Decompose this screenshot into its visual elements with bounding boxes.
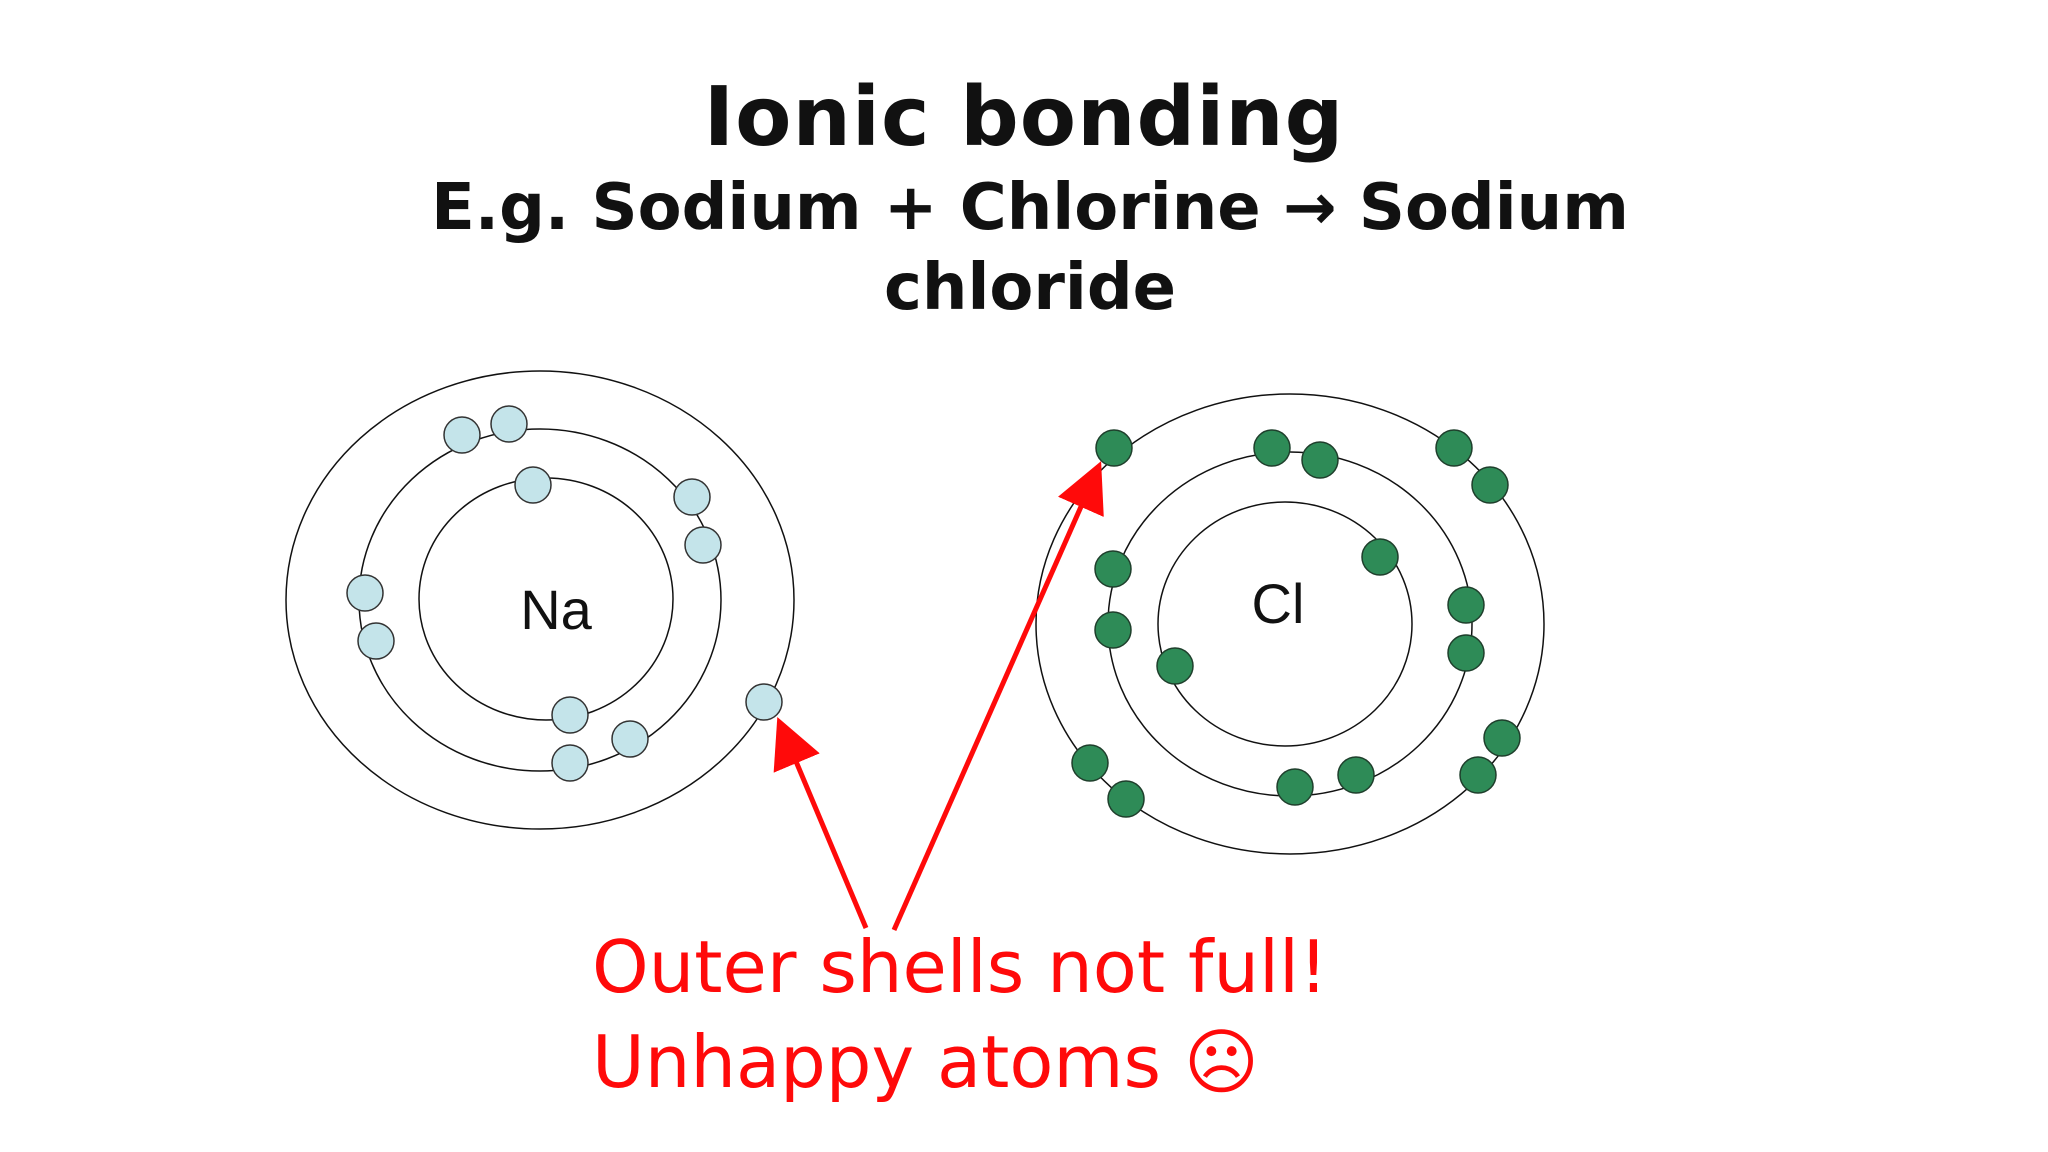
sodium-electron [684,526,722,564]
sodium-electron [551,744,589,782]
sodium-atom: Na [285,370,795,830]
sodium-electron [514,466,552,504]
chlorine-electron [1337,756,1375,794]
sodium-electron [490,405,528,443]
sodium-symbol: Na [520,578,592,641]
chlorine-electron [1447,586,1485,624]
chlorine-electron [1361,538,1399,576]
chlorine-outer-electron [1095,429,1133,467]
chlorine-atom: Cl [1035,393,1545,855]
sodium-electron [346,574,384,612]
sodium-shell-3 [285,370,795,830]
chlorine-symbol: Cl [1252,572,1305,635]
chlorine-outer-electron [1483,719,1521,757]
arrow-to-chlorine [891,461,1104,932]
chlorine-electrons [1071,429,1521,818]
chlorine-outer-electron [1459,756,1497,794]
chlorine-electron [1301,441,1339,479]
sodium-electron [443,416,481,454]
sodium-electron [357,622,395,660]
chlorine-shell-3 [1035,393,1545,855]
chlorine-outer-electron [1435,429,1473,467]
chlorine-electron [1447,634,1485,672]
chlorine-outer-electron [1071,744,1109,782]
chlorine-outer-electron [1107,780,1145,818]
sodium-electron [673,478,711,516]
slide-subtitle: E.g. Sodium + Chlorine → Sodium chloride [431,171,1629,325]
chlorine-electron [1276,768,1314,806]
chlorine-electron [1094,611,1132,649]
chlorine-shell-1 [1157,501,1413,747]
sodium-outer-electron [745,683,783,721]
chlorine-electron [1094,550,1132,588]
annotation-line-2: Unhappy atoms ☹ [592,1020,1259,1104]
chlorine-outer-electron [1471,466,1509,504]
sodium-electrons [346,405,783,782]
slide-title: Ionic bonding [703,70,1345,165]
sodium-electron [611,720,649,758]
annotation-line-1: Outer shells not full! [592,925,1328,1009]
chlorine-electron [1253,429,1291,467]
chlorine-electron [1156,647,1194,685]
sodium-electron [551,696,589,734]
arrow-to-sodium [773,716,869,929]
